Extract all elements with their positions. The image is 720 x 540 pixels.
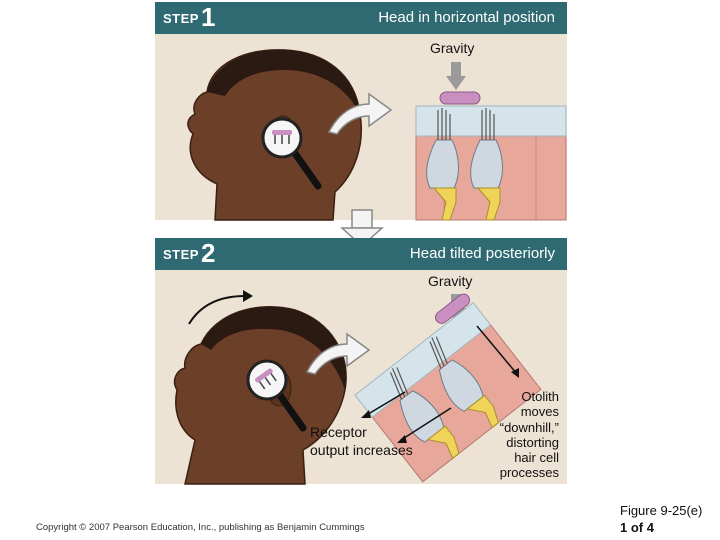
step1-gravity-label: Gravity xyxy=(430,40,474,56)
step1-magnifier-icon xyxy=(260,114,330,194)
step1-gravity-arrow xyxy=(446,62,466,92)
otolith-line: Otolith xyxy=(467,389,559,404)
step1-curved-arrow xyxy=(325,86,395,136)
step1-step-word: STEP xyxy=(163,11,199,26)
step2-receptor-line1: Receptor xyxy=(310,424,367,440)
copyright-text: Copyright © 2007 Pearson Education, Inc.… xyxy=(36,522,365,533)
step2-banner: STEP 2 Head tilted posteriorly xyxy=(155,238,567,270)
step1-panel: STEP 1 Head in horizontal position Gravi… xyxy=(155,2,567,220)
figure-caption-line1: Figure 9-25(e) xyxy=(620,503,702,518)
step2-receptor-line2: output increases xyxy=(310,442,413,458)
step1-title: Head in horizontal position xyxy=(378,9,555,26)
otolith-line: distorting xyxy=(467,435,559,450)
step2-title: Head tilted posteriorly xyxy=(410,245,555,262)
otolith-line: moves xyxy=(467,404,559,419)
step2-step-number: 2 xyxy=(201,238,215,269)
otolith-line: processes xyxy=(467,465,559,480)
step1-banner: STEP 1 Head in horizontal position xyxy=(155,2,567,34)
step1-step-number: 1 xyxy=(201,2,215,33)
otolith-line: “downhill,” xyxy=(467,420,559,435)
step2-panel: STEP 2 Head tilted posteriorly Gravity xyxy=(155,238,567,484)
otolith-line: hair cell xyxy=(467,450,559,465)
step1-macula-illustration xyxy=(416,92,566,220)
step2-otolith-text: Otolith moves “downhill,” distorting hai… xyxy=(467,389,559,481)
step2-tilt-arrow xyxy=(185,288,255,328)
figure-caption-line2: 1 of 4 xyxy=(620,520,654,535)
step2-otolith-arrow xyxy=(473,322,523,382)
step2-gravity-label: Gravity xyxy=(428,273,472,289)
step2-step-word: STEP xyxy=(163,247,199,262)
